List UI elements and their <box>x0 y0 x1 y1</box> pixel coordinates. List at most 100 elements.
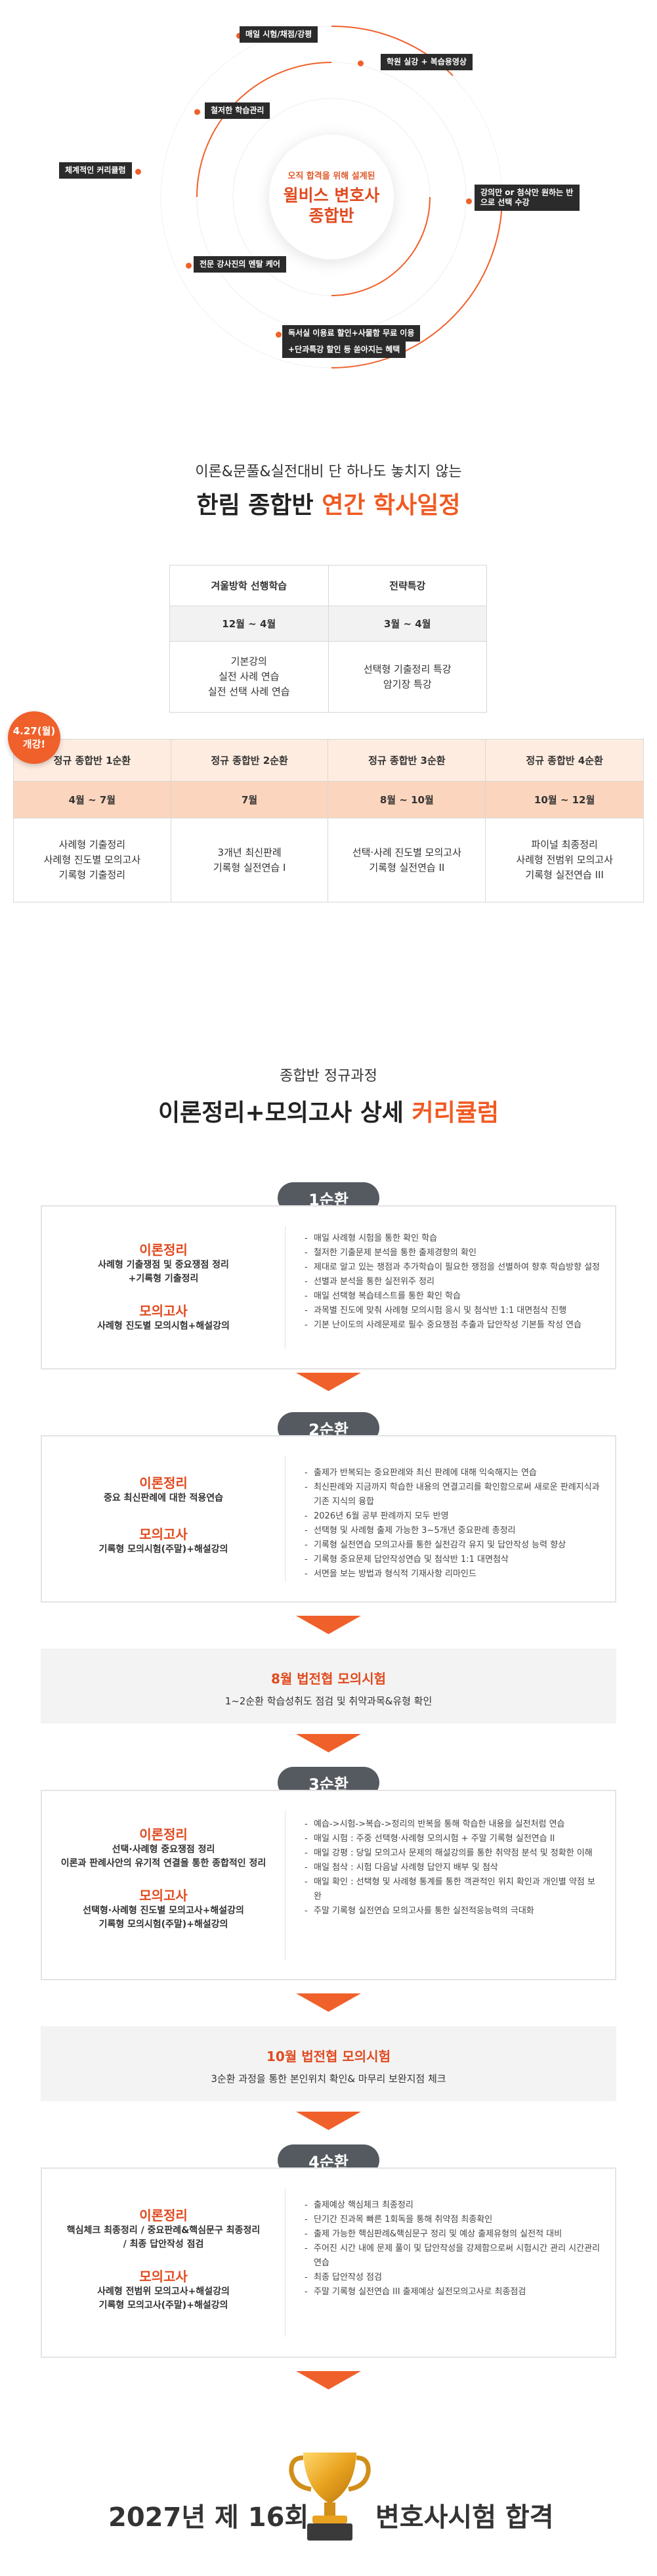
badge-date: 4.27(월) <box>12 725 56 737</box>
hero-label-curriculum: 체계적인 커리큘럼 <box>59 162 132 179</box>
pre-body-line: 기본강의 <box>230 655 267 667</box>
cycle-3-box: 이론정리 선택·사례형 중요쟁점 정리 이론과 판례사안의 유기적 연결을 통한… <box>41 1790 616 1980</box>
orbit-dot <box>466 198 472 204</box>
list-item: 제대로 알고 있는 쟁점과 추가학습이 필요한 쟁점을 선별하여 향후 학습방향… <box>305 1260 602 1275</box>
regular-body-line: 기록형 실전연습 I <box>213 861 286 874</box>
cycle-1-mock-category: 모의고사 <box>139 1303 188 1319</box>
orbit-dot <box>358 60 364 66</box>
pre-body-winter: 기본강의 실전 사례 연습 실전 선택 사례 연습 <box>169 641 329 713</box>
cycle-4-mock-category: 모의고사 <box>139 2269 188 2284</box>
cycle-3-theory-line: 선택·사례형 중요쟁점 정리 <box>112 1844 215 1855</box>
hero-label-mental-care: 전문 강사진의 멘탈 케어 <box>194 256 286 273</box>
regular-body-line: 기록형 기출정리 <box>58 869 126 881</box>
cycle-1-divider <box>285 1226 286 1348</box>
orbit-dot <box>135 169 141 175</box>
exam-october-box: 10월 법전협 모의시험 3순환 과정을 통한 본인위치 확인& 마무리 보완지… <box>41 2026 616 2101</box>
final-goal: 2027년 제 16회 변호사시험 합격 <box>0 2430 657 2562</box>
down-arrow-icon <box>296 1734 361 1752</box>
hero-label-study-management: 철저한 학습관리 <box>205 102 270 119</box>
cycle-2-box: 이론정리 중요 최신판례에 대한 적용연습 모의고사 기록형 모의시험(주말)+… <box>41 1435 616 1603</box>
final-goal-right: 변호사시험 합격 <box>375 2502 554 2533</box>
list-item: 매일 확인 : 선택형 및 사례형 통계를 통한 객관적인 위치 확인과 개인별… <box>305 1875 602 1904</box>
badge-text: 개강! <box>22 738 46 750</box>
list-item: 선별과 분석을 통한 실전위주 정리 <box>305 1275 602 1289</box>
regular-header-2: 정규 종합반 2순환 <box>170 739 329 782</box>
cycle-4-theory-line: / 최종 답안작성 점검 <box>123 2239 204 2250</box>
cycle-1-box: 이론정리 사례형 기출쟁점 및 중요쟁점 정리 +기록형 기출정리 모의고사 사… <box>41 1205 616 1369</box>
cycle-1-list: 매일 사례형 시험을 통한 확인 학습 철저한 기출문제 분석을 통한 출제경향… <box>305 1232 602 1333</box>
hero-label-live-class: 학원 실강 + 복습용영상 <box>381 54 473 70</box>
list-item: 철저한 기출문제 분석을 통한 출제경향의 확인 <box>305 1246 602 1260</box>
list-item: 선택형 및 사례형 출제 가능한 3~5개년 중요판례 총정리 <box>305 1524 602 1538</box>
list-item: 출제예상 핵심체크 최종정리 <box>305 2198 602 2213</box>
regular-body-line: 사례형 기출정리 <box>58 839 126 851</box>
schedule-subtitle: 이론&문풀&실전대비 단 하나도 놓치지 않는 <box>195 464 462 480</box>
exam-october-title: 10월 법전협 모의시험 <box>266 2049 391 2064</box>
cycle-2-list: 출제가 반복되는 중요판례와 최신 판례에 대해 익숙해지는 연습 최신판례와 … <box>305 1466 602 1582</box>
center-title-line-2: 종합반 <box>308 206 354 225</box>
regular-body-2: 3개년 최신판례 기록형 실전연습 I <box>170 818 329 902</box>
list-item: 주어진 시간 내에 문제 풀이 및 답안작성을 강제함으로써 시험시간 관리 시… <box>305 2242 602 2271</box>
list-item: 최신판례와 지금까지 학습한 내용의 연결고리를 확인함으로써 새로운 판례지식… <box>305 1480 602 1509</box>
cycle-4-left: 이론정리 핵심체크 최종정리 / 중요판례&핵심문구 최종정리 / 최종 답안작… <box>42 2205 285 2313</box>
orbit-dot <box>236 33 242 39</box>
list-item: 최종 답안작성 점검 <box>305 2271 602 2285</box>
cycle-1-theory-category: 이론정리 <box>139 1242 188 1258</box>
list-item: 주말 기록형 실전연습 III 출제예상 실전모의고사로 최종점검 <box>305 2285 602 2299</box>
cycle-1-theory-line: +기록형 기출정리 <box>128 1274 199 1284</box>
down-arrow-icon <box>296 2371 361 2389</box>
cycle-3-theory-line: 이론과 판례사안의 유기적 연결을 통한 종합적인 정리 <box>60 1858 266 1869</box>
cycle-2-right: 출제가 반복되는 중요판례와 최신 판례에 대해 익숙해지는 연습 최신판례와 … <box>305 1466 602 1582</box>
pre-body-strategy: 선택형 기출정리 특강 암기장 특강 <box>328 641 487 713</box>
regular-body-line: 기록형 실전연습 II <box>369 861 445 874</box>
pre-body-line: 선택형 기출정리 특강 <box>363 663 452 675</box>
hero-label-benefits-2: +단과특강 할인 등 쏟아지는 혜택 <box>282 342 406 358</box>
regular-body-line: 파이널 최종정리 <box>531 839 598 851</box>
list-item: 기록형 중요문제 답안작성연습 및 첨삭반 1:1 대면첨삭 <box>305 1553 602 1567</box>
schedule-title-main: 한림 종합반 <box>196 492 322 519</box>
regular-header-4: 정규 종합반 4순환 <box>485 739 644 782</box>
list-item: 기록형 실전연습 모의고사를 통한 실전감각 유지 및 답안작성 능력 향상 <box>305 1538 602 1553</box>
regular-body-3: 선택·사례 진도별 모의고사 기록형 실전연습 II <box>328 818 486 902</box>
down-arrow-icon <box>296 1373 361 1391</box>
cycle-4-mock-line: 기록형 모의고사(주말)+해설강의 <box>98 2300 228 2311</box>
regular-body-line: 기록형 실전연습 III <box>525 869 604 881</box>
exam-august-box: 8월 법전협 모의시험 1~2순환 학습성취도 점검 및 취약과목&유형 확인 <box>41 1649 616 1723</box>
exam-october-desc: 3순환 과정을 통한 본인위치 확인& 마무리 보완지점 체크 <box>211 2073 446 2085</box>
cycle-3-list: 예습->시험->복습->정리의 반복을 통해 학습한 내용을 실전처럼 연습 매… <box>305 1817 602 1919</box>
cycle-4-mock-line: 사례형 전범위 모의고사+해설강의 <box>97 2286 230 2297</box>
regular-body-4: 파이널 최종정리 사례형 전범위 모의고사 기록형 실전연습 III <box>485 818 644 902</box>
cycle-1-theory-line: 사례형 기출쟁점 및 중요쟁점 정리 <box>98 1260 229 1270</box>
pre-body-line: 암기장 특강 <box>383 678 432 690</box>
regular-date-2: 7월 <box>170 781 329 818</box>
center-circle: 오직 합격을 위해 설계된 윌비스 변호사 종합반 <box>269 135 394 259</box>
cycle-2-mock-line: 기록형 모의시험(주말)+해설강의 <box>98 1544 228 1555</box>
regular-body-line: 사례형 진도별 모의고사 <box>43 854 141 866</box>
cycle-3-theory-category: 이론정리 <box>139 1827 188 1842</box>
list-item: 출제 가능한 핵심판례&핵심문구 정리 및 예상 출제유형의 실전적 대비 <box>305 2227 602 2242</box>
regular-body-line: 사례형 전범위 모의고사 <box>516 854 613 866</box>
list-item: 기본 난이도의 사례문제로 필수 중요쟁점 추출과 답안작성 기본틀 작성 연습 <box>305 1318 602 1333</box>
regular-header-3: 정규 종합반 3순환 <box>328 739 486 782</box>
opening-badge: 4.27(월) 개강! <box>8 711 60 764</box>
regular-date-3: 8월 ~ 10월 <box>328 781 486 818</box>
cycle-1-right: 매일 사례형 시험을 통한 확인 학습 철저한 기출문제 분석을 통한 출제경향… <box>305 1232 602 1333</box>
down-arrow-icon <box>296 1993 361 2012</box>
regular-date-4: 10월 ~ 12월 <box>485 781 644 818</box>
center-subtitle: 오직 합격을 위해 설계된 <box>287 171 375 181</box>
hero-label-selective-course: 강의만 or 첨삭만 원하는 반으로 선택 수강 <box>475 185 580 211</box>
final-goal-left: 2027년 제 16회 <box>108 2502 309 2533</box>
pre-date-strategy: 3월 ~ 4월 <box>328 606 487 642</box>
cycle-2-mock-category: 모의고사 <box>139 1526 188 1542</box>
list-item: 매일 첨삭 : 시험 다음날 사례형 답안지 배부 및 첨삭 <box>305 1861 602 1875</box>
list-item: 서면을 보는 방법과 형식적 기재사항 리마인드 <box>305 1567 602 1582</box>
list-item: 과목별 진도에 맞춰 사례형 모의시험 응시 및 첨삭반 1:1 대면첨삭 진행 <box>305 1304 602 1318</box>
cycle-2-divider <box>285 1456 286 1582</box>
hero-diagram: 오직 합격을 위해 설계된 윌비스 변호사 종합반 매일 시험/채점/강평 학원… <box>0 0 657 394</box>
cycle-1-mock-line: 사례형 진도별 모의시험+해설강의 <box>97 1321 230 1331</box>
trophy-icon <box>289 2453 371 2541</box>
cycle-3-mock-line: 기록형 모의시험(주말)+해설강의 <box>98 1919 228 1930</box>
pre-date-winter: 12월 ~ 4월 <box>169 606 329 642</box>
regular-course-table: 정규 종합반 1순환 정규 종합반 2순환 정규 종합반 3순환 정규 종합반 … <box>13 739 644 902</box>
down-arrow-icon <box>296 1616 361 1634</box>
